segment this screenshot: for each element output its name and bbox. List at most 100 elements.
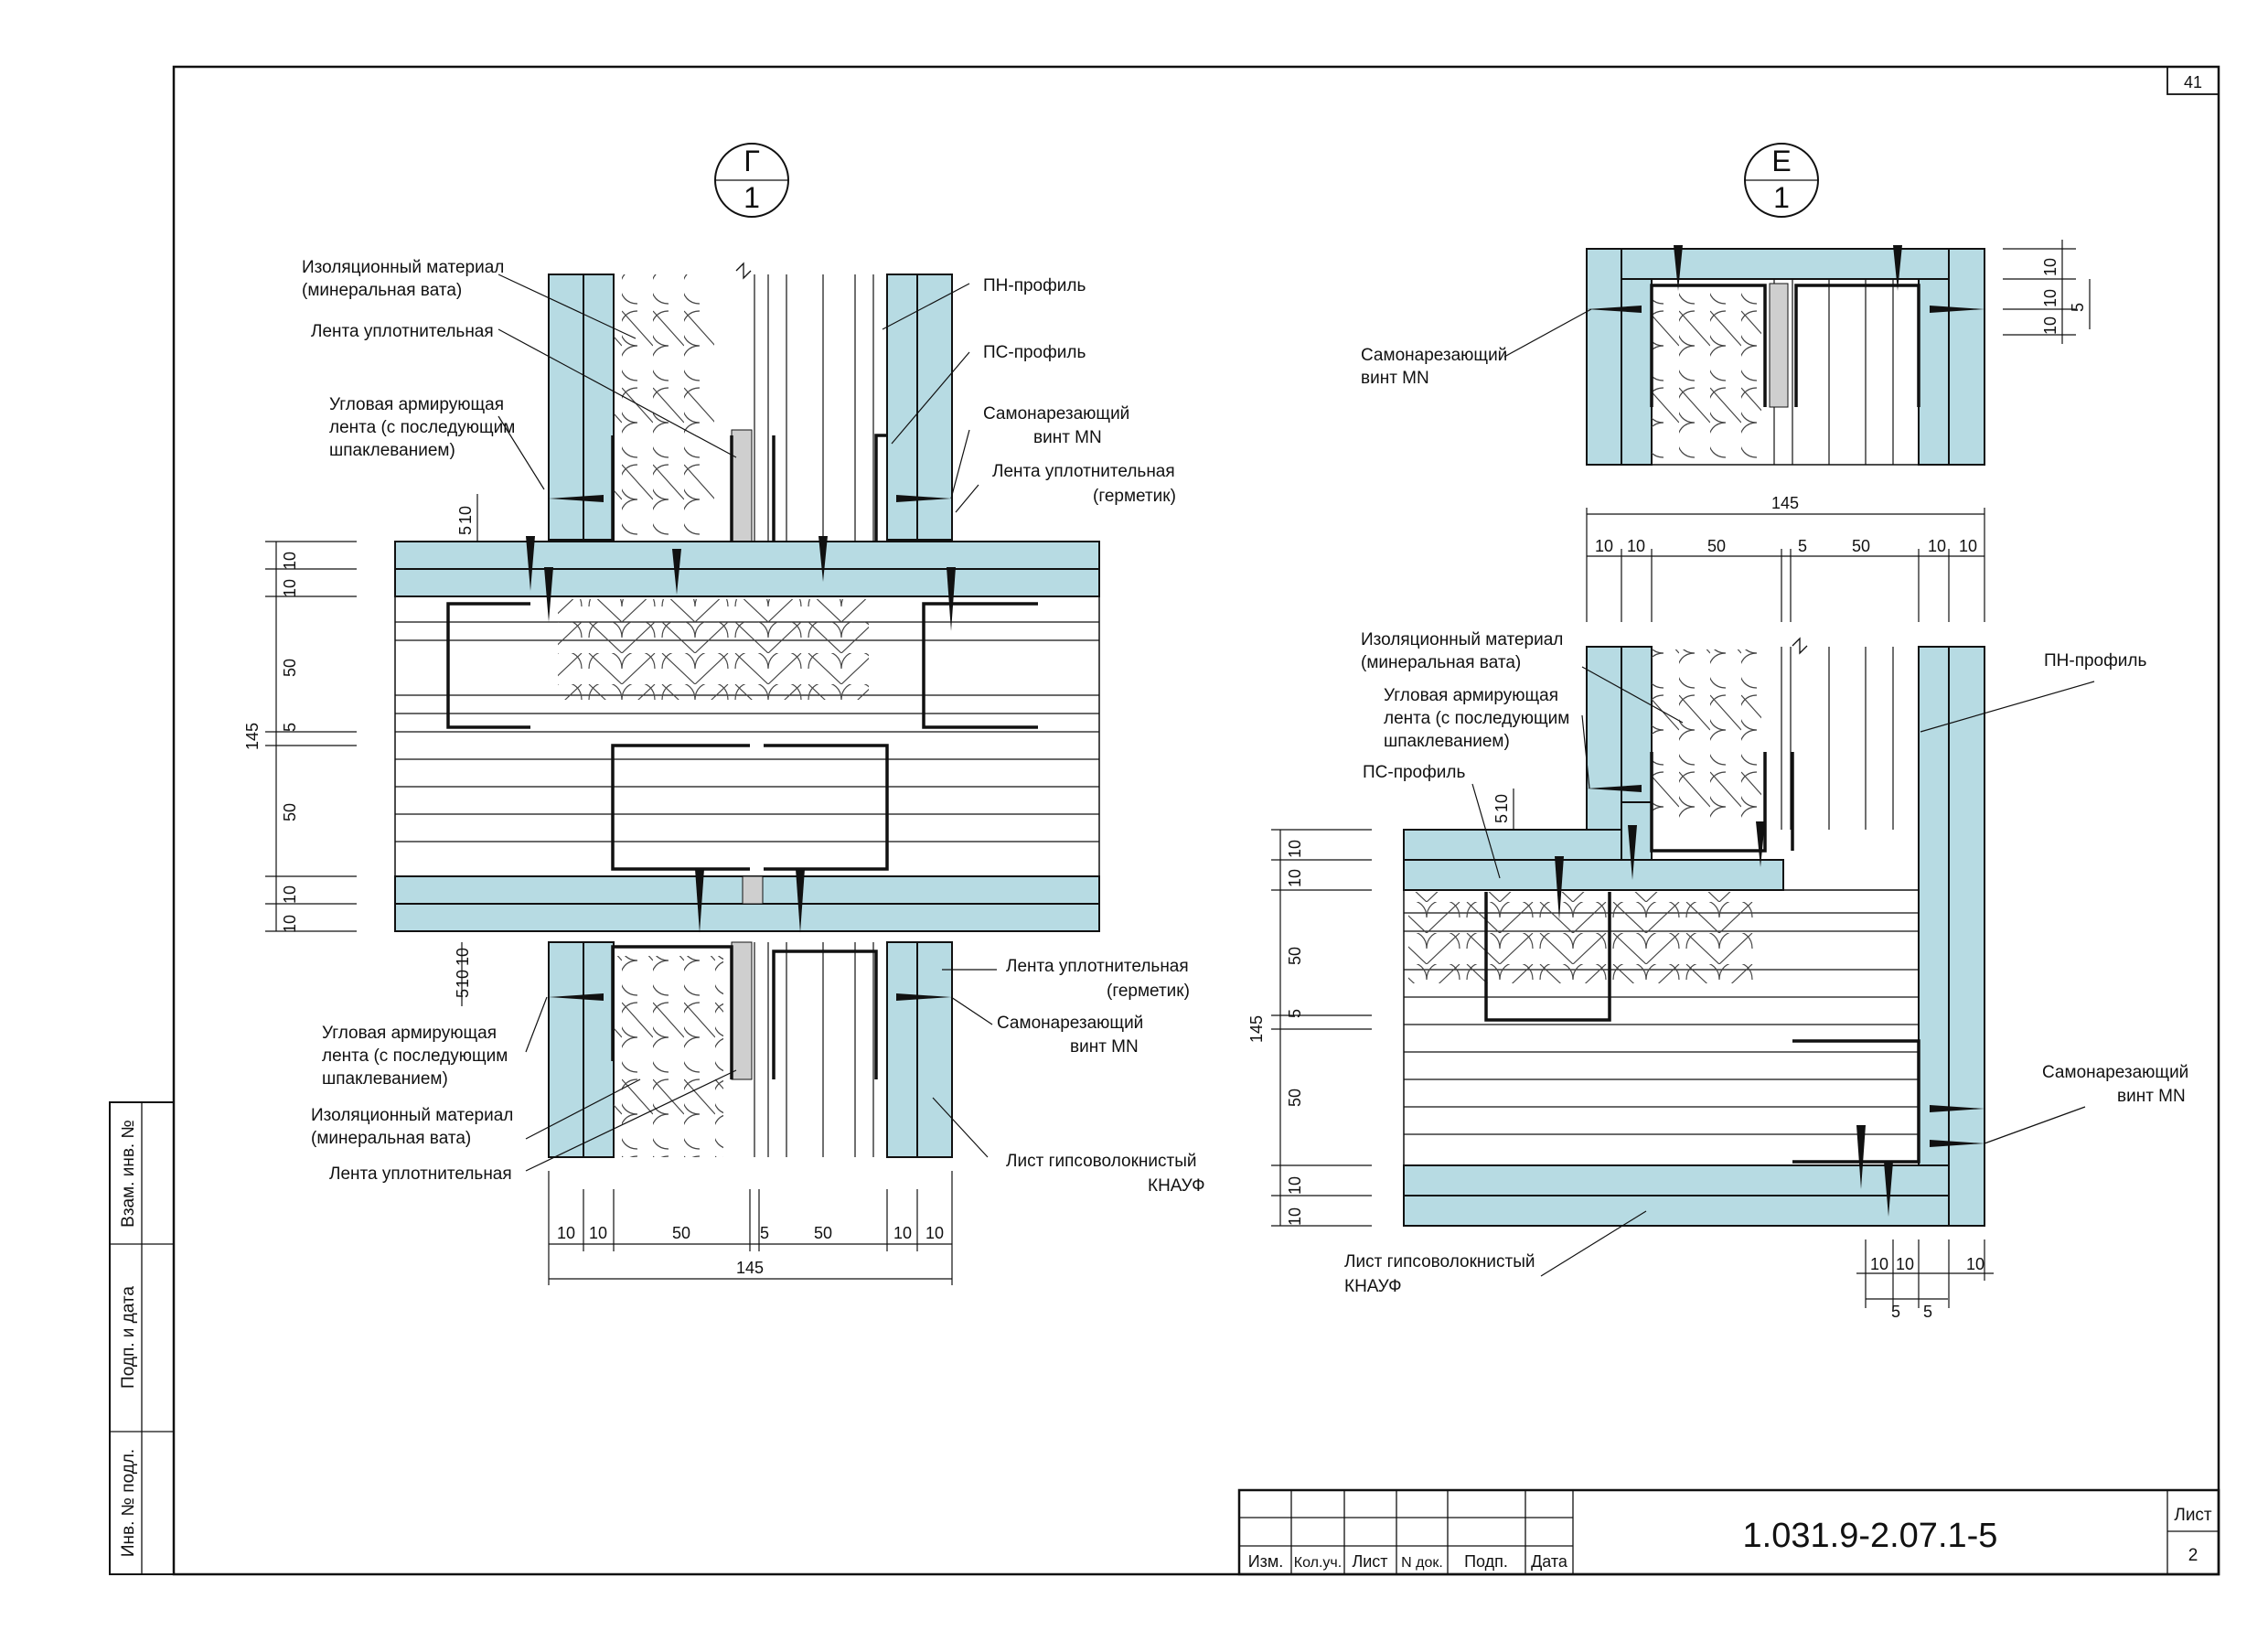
dims-bottom-g: 10 10 50 5 50 10 10 145 [548,1171,953,1285]
dim-e-l-4: 5 [1286,1009,1304,1018]
dim-g-l-6: 10 [281,885,299,904]
stamp-col-count: Кол.уч. [1294,1555,1342,1571]
dim-e-top-4: 5 [1798,537,1807,555]
dim-g-l-5: 50 [281,803,299,821]
dim-g-b-4: 5 [760,1224,769,1242]
label-e-corner-tape-a: Угловая армирующая [1384,686,1558,705]
dim-e-l-6: 10 [1286,1176,1304,1195]
label-sealant-g2-b: (герметик) [1107,982,1190,1001]
dim-g-b-7: 10 [925,1224,944,1242]
labels-e: Самонарезающий винт MN Изоляционный мате… [1344,346,2188,1296]
title-block: Изм. Кол.уч. Лист N док. Подп. Дата 1.03… [1237,1488,2220,1576]
dim-g-small-1: 5 [456,526,475,535]
dim-e-tr-4: 5 [2069,303,2087,312]
dim-g-small-3: 10 [454,970,472,988]
label-screw-g2-b: винт MN [1070,1037,1139,1057]
corner-page-number: 41 [2184,73,2202,91]
label-corner-tape-g2-a: Угловая армирующая [322,1024,497,1043]
dim-g-b-5: 50 [814,1224,832,1242]
label-e-screw2-b: винт MN [2117,1087,2186,1106]
label-e-corner-tape-c: шпаклеванием) [1384,732,1510,751]
label-e-insulation-a: Изоляционный материал [1361,630,1563,649]
label-sealant-g-b: (герметик) [1093,487,1176,506]
detail-g: Г 1 [243,143,1205,1285]
dim-e-tr-3: 10 [2041,317,2059,335]
label-e-board-b: КНАУФ [1344,1277,1402,1296]
screws-g [526,495,956,1001]
label-screw-g-a: Самонарезающий [983,404,1129,424]
dim-e-b-1: 10 [1870,1255,1888,1273]
sheet-label: Лист [2174,1506,2212,1525]
dim-g-l-3: 50 [281,659,299,677]
top-section-e [1503,245,1985,466]
drawing-code: 1.031.9-2.07.1-5 [1743,1517,1998,1555]
side-stamp-signature: Подп. и дата [119,1286,138,1389]
dims-left-g: 10 10 50 5 50 10 10 145 5 10 10 10 5 [243,494,478,1006]
dim-e-b-4: 5 [1891,1303,1900,1321]
dims-bottom-e: 10 10 10 5 5 [1856,1239,1994,1321]
label-seal-tape-1: Лента уплотнительная [311,322,494,341]
dim-e-b-5: 5 [1923,1303,1932,1321]
section-marker-g: Г 1 [714,143,789,218]
dim-e-top-total: 145 [1771,494,1799,512]
label-e-insulation-b: (минеральная вата) [1361,653,1521,672]
sheet-number: 2 [2188,1546,2198,1565]
dim-e-b-2: 10 [1896,1255,1914,1273]
dim-e-top-1: 10 [1595,537,1613,555]
dims-left-e: 5 10 10 10 50 5 145 50 10 10 [1247,789,1514,1227]
sheet-frame: 41 [172,65,2220,1576]
dim-e-top-3: 50 [1707,537,1726,555]
side-stamp: Взам. инв. № Подп. и дата Инв. № подл. [109,1101,175,1575]
dim-e-l-1: 10 [1286,840,1304,858]
dim-e-l-5: 50 [1286,1089,1304,1107]
label-e-screw-b: винт MN [1361,369,1429,388]
vertical-wall-top [548,262,953,560]
dim-g-small-5: 5 [454,989,472,998]
label-seal-tape-g2: Лента уплотнительная [329,1164,512,1184]
dim-e-top-2: 10 [1627,537,1645,555]
dim-e-top-6: 10 [1928,537,1946,555]
dim-e-l-small-1: 5 [1492,814,1511,823]
label-sealant-g2-a: Лента уплотнительная [1006,957,1189,976]
label-corner-tape-g2-b: лента (с последующим [322,1046,508,1066]
stamp-col-change: Изм. [1248,1552,1284,1571]
label-board-g-a: Лист гипсоволокнистый [1006,1152,1196,1171]
dim-g-l-7: 10 [281,915,299,933]
label-board-g-b: КНАУФ [1148,1176,1205,1196]
dims-top-right-e: 10 10 10 5 [2003,240,2091,344]
dim-g-l-total: 145 [243,723,262,750]
corner-section-e [1403,637,2095,1277]
label-corner-tape-1c: шпаклеванием) [329,441,455,460]
section-marker-e: Е 1 [1744,143,1819,218]
vertical-wall-bottom [548,941,953,1158]
dim-g-l-2: 10 [281,579,299,597]
label-pn-profile-g: ПН-профиль [983,276,1086,295]
label-e-board-a: Лист гипсоволокнистый [1344,1252,1535,1272]
dim-e-l-3: 50 [1286,947,1304,965]
dim-e-l-small-2: 10 [1492,794,1511,812]
detail-e: Е 1 [1247,143,2188,1321]
label-screw-g2-a: Самонарезающий [997,1014,1143,1033]
label-e-corner-tape-b: лента (с последующим [1384,709,1569,728]
stamp-col-sheet: Лист [1352,1552,1387,1571]
dim-g-l-1: 10 [281,552,299,570]
dim-e-b-3: 10 [1966,1255,1984,1273]
dim-e-l-2: 10 [1286,869,1304,887]
label-corner-tape-g2-c: шпаклеванием) [322,1069,448,1089]
dim-e-tr-1: 10 [2041,258,2059,276]
dim-g-b-1: 10 [557,1224,575,1242]
horizontal-wall [394,541,1100,932]
label-ps-profile-g: ПС-профиль [983,343,1086,362]
side-stamp-replaced: Взам. инв. № [119,1120,138,1228]
leaders-g [497,274,997,1172]
label-insulation-1a: Изоляционный материал [302,258,504,277]
dim-e-top-7: 10 [1959,537,1977,555]
labels-g: Изоляционный материал (минеральная вата)… [302,258,1205,1196]
dim-g-b-6: 10 [893,1224,912,1242]
marker-g-letter: Г [744,145,759,177]
dim-g-b-2: 10 [589,1224,607,1242]
label-sealant-g-a: Лента уплотнительная [992,462,1175,481]
marker-g-number: 1 [744,181,760,214]
label-insulation-g2-b: (минеральная вата) [311,1129,471,1148]
